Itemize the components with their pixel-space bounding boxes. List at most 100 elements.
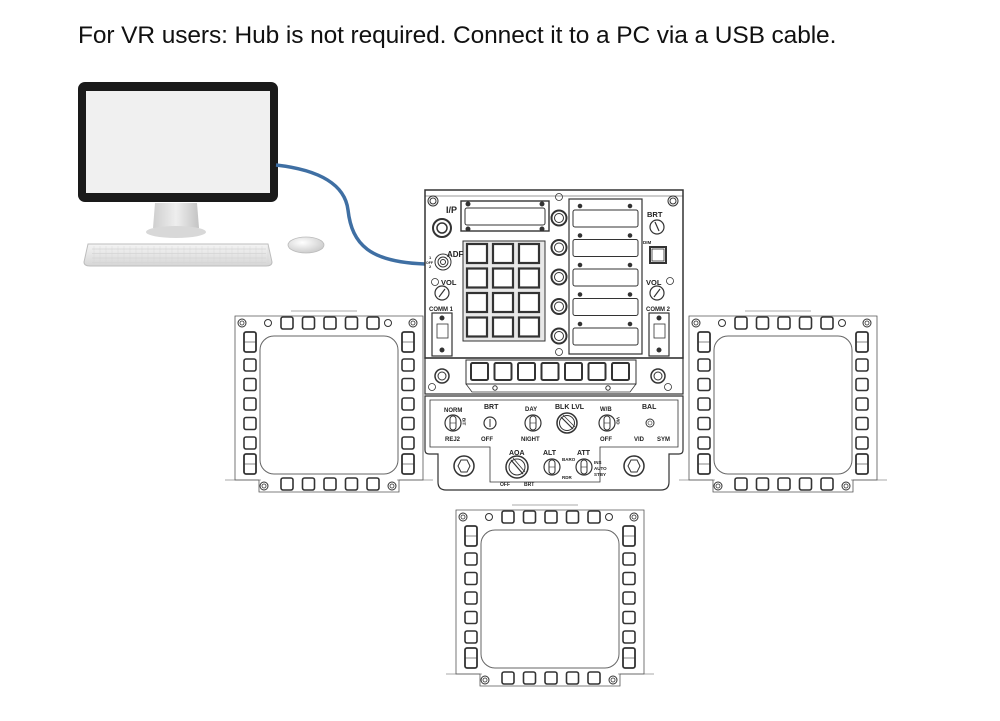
day-night-toggle[interactable] <box>524 414 542 432</box>
norm-rej-toggle[interactable] <box>444 414 462 432</box>
mfd-osb-bottom[interactable] <box>544 671 558 685</box>
mfd-osb-side[interactable] <box>401 377 415 392</box>
mfd-osb-top[interactable] <box>587 510 601 524</box>
mfd-osb-side[interactable] <box>464 630 478 644</box>
mfd-osb-side[interactable] <box>464 591 478 605</box>
mfd-osb-side[interactable] <box>697 436 711 450</box>
mfd-osb-side[interactable] <box>401 397 415 411</box>
mfd-osb-top[interactable] <box>522 510 537 524</box>
mfd-osb-side[interactable] <box>697 358 711 372</box>
mfd-osb-top[interactable] <box>565 510 580 524</box>
mfd-osb-top[interactable] <box>820 316 834 330</box>
keypad-key[interactable] <box>491 242 515 265</box>
mfd-osb-bottom[interactable] <box>344 477 359 491</box>
keypad-key[interactable] <box>465 316 489 338</box>
mfd-osb-side[interactable] <box>697 416 711 431</box>
mfd-osb-bottom[interactable] <box>755 477 770 491</box>
mfd-osb-side[interactable] <box>855 416 869 431</box>
keypad-key[interactable] <box>491 291 515 314</box>
mfd-osb-side[interactable] <box>855 358 869 372</box>
mfd-osb-bottom[interactable] <box>777 477 791 491</box>
strip-left-knob[interactable] <box>434 368 450 384</box>
strip-button[interactable] <box>470 362 489 381</box>
keypad-key[interactable] <box>465 242 489 265</box>
mfd-osb-top[interactable] <box>366 316 380 330</box>
mfd-osb-top[interactable] <box>544 510 558 524</box>
mfd-osb-top[interactable] <box>755 316 770 330</box>
bal-knob[interactable] <box>645 418 655 428</box>
mfd-osb-top[interactable] <box>280 316 294 330</box>
mfd-osb-side[interactable] <box>622 591 636 605</box>
mfd-osb-side[interactable] <box>464 610 478 625</box>
mfd-osb-top[interactable] <box>344 316 359 330</box>
mfd-osb-bottom[interactable] <box>501 671 515 685</box>
keypad-key[interactable] <box>465 267 489 289</box>
strip-button[interactable] <box>517 362 536 381</box>
strip-button[interactable] <box>564 362 583 381</box>
mfd-osb-bottom[interactable] <box>366 477 380 491</box>
brt-knob[interactable] <box>649 219 665 235</box>
mfd-osb-top[interactable] <box>798 316 813 330</box>
option-select-button[interactable] <box>550 268 568 286</box>
mfd-osb-bottom[interactable] <box>522 671 537 685</box>
wb-vid-toggle[interactable] <box>598 414 616 432</box>
mfd-osb-side[interactable] <box>243 436 257 450</box>
mfd-osb-side[interactable] <box>464 571 478 586</box>
option-select-button[interactable] <box>550 298 568 315</box>
mfd-osb-side[interactable] <box>401 436 415 450</box>
mfd-osb-top[interactable] <box>323 316 337 330</box>
att-toggle[interactable] <box>575 458 593 476</box>
keypad-key[interactable] <box>517 267 541 289</box>
mfd-osb-top[interactable] <box>734 316 748 330</box>
mfd-osb-bottom[interactable] <box>820 477 834 491</box>
mfd-osb-top[interactable] <box>777 316 791 330</box>
option-select-button[interactable] <box>550 327 568 345</box>
vol-right-knob[interactable] <box>649 285 665 301</box>
comm2-knob[interactable] <box>648 312 670 357</box>
mfd-osb-bottom[interactable] <box>323 477 337 491</box>
brt-knob-lower[interactable] <box>483 416 497 430</box>
mfd-osb-side[interactable] <box>243 377 257 392</box>
mfd-osb-side[interactable] <box>243 358 257 372</box>
mfd-osb-side[interactable] <box>697 377 711 392</box>
dim-button[interactable] <box>649 246 667 264</box>
aoa-knob[interactable] <box>505 455 529 479</box>
option-select-button[interactable] <box>550 239 568 256</box>
mfd-osb-bottom[interactable] <box>798 477 813 491</box>
alt-toggle[interactable] <box>543 458 561 476</box>
strip-button[interactable] <box>540 362 560 381</box>
mfd-osb-bottom[interactable] <box>587 671 601 685</box>
mfd-osb-side[interactable] <box>401 416 415 431</box>
option-select-button[interactable] <box>550 209 568 227</box>
mfd-osb-top[interactable] <box>501 510 515 524</box>
mfd-osb-bottom[interactable] <box>734 477 748 491</box>
strip-right-knob[interactable] <box>650 368 666 384</box>
strip-button[interactable] <box>587 362 607 381</box>
vol-left-knob[interactable] <box>434 285 450 301</box>
mfd-osb-side[interactable] <box>401 358 415 372</box>
blk-lvl-knob[interactable] <box>556 412 578 434</box>
mfd-osb-side[interactable] <box>622 571 636 586</box>
strip-button[interactable] <box>611 362 630 381</box>
mfd-osb-side[interactable] <box>855 397 869 411</box>
mfd-osb-side[interactable] <box>855 436 869 450</box>
mfd-osb-side[interactable] <box>243 416 257 431</box>
keypad-key[interactable] <box>517 242 541 265</box>
mfd-osb-side[interactable] <box>622 552 636 566</box>
keypad-key[interactable] <box>465 291 489 314</box>
keypad-key[interactable] <box>517 316 541 338</box>
adf-switch[interactable] <box>434 253 452 271</box>
keypad-key[interactable] <box>517 291 541 314</box>
mfd-osb-bottom[interactable] <box>301 477 316 491</box>
keypad-key[interactable] <box>491 316 515 338</box>
strip-button[interactable] <box>493 362 513 381</box>
mfd-osb-side[interactable] <box>697 397 711 411</box>
mfd-osb-side[interactable] <box>855 377 869 392</box>
mfd-osb-side[interactable] <box>243 397 257 411</box>
mfd-osb-bottom[interactable] <box>565 671 580 685</box>
mfd-osb-side[interactable] <box>464 552 478 566</box>
mfd-osb-side[interactable] <box>622 630 636 644</box>
mfd-osb-side[interactable] <box>622 610 636 625</box>
ip-button[interactable] <box>432 218 452 238</box>
mfd-osb-bottom[interactable] <box>280 477 294 491</box>
